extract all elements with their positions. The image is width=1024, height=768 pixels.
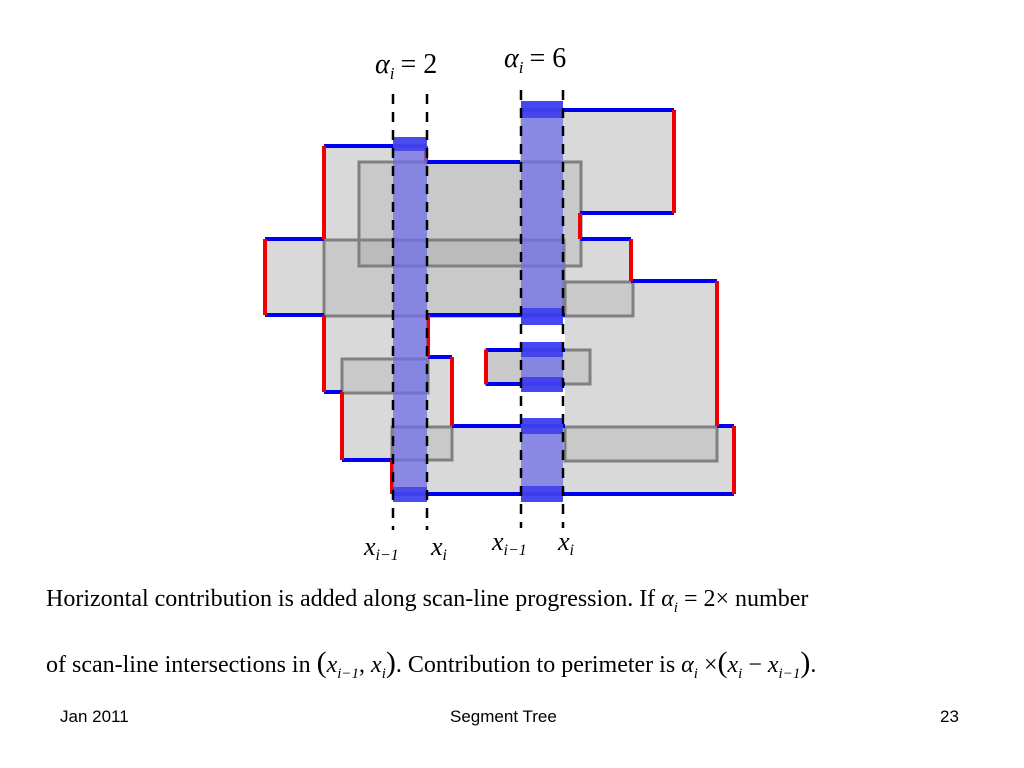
- math-sub: i−1: [337, 665, 360, 682]
- explanation-text: Horizontal contribution is added along s…: [46, 586, 662, 612]
- math-comma: ,: [359, 652, 372, 678]
- math-times: ×: [697, 652, 718, 678]
- footer-date: Jan 2011: [60, 707, 129, 726]
- explanation-text: . Contribution to perimeter is: [395, 652, 682, 678]
- math-sub: i: [738, 665, 743, 682]
- x-label-left-prev: xi−1: [363, 532, 399, 564]
- math-minus: −: [742, 652, 768, 678]
- math-sub: i: [693, 665, 698, 682]
- explanation-text: = 2× number: [677, 586, 809, 612]
- scan-strip-left: [393, 137, 427, 502]
- math-x: x: [767, 652, 779, 678]
- x-label-left-curr: xi: [430, 532, 447, 564]
- explanation-text: of scan-line intersections in: [46, 652, 317, 678]
- footer-page-number: 23: [940, 707, 959, 726]
- scan-strip-right: [521, 101, 563, 502]
- alpha-label-left: αi= 2: [375, 49, 437, 83]
- math-paren: (: [316, 646, 327, 679]
- math-sub: i−1: [778, 665, 801, 682]
- scan-lines: [391, 90, 565, 530]
- math-paren: ): [385, 646, 396, 679]
- footer-title: Segment Tree: [450, 707, 557, 726]
- math-sub: i: [381, 665, 386, 682]
- alpha-label-right: αi= 6: [504, 43, 566, 77]
- math-alpha: α: [681, 652, 694, 678]
- math-x: x: [326, 652, 338, 678]
- math-x: x: [727, 652, 739, 678]
- explanation-text: .: [810, 652, 817, 678]
- explanation-line-1: Horizontal contribution is added along s…: [46, 586, 808, 617]
- math-sub: i: [673, 599, 678, 616]
- x-label-right-prev: xi−1: [491, 527, 527, 559]
- x-label-right-curr: xi: [557, 527, 574, 559]
- explanation-line-2: of scan-line intersections in (xi−1, xi)…: [46, 646, 816, 683]
- math-alpha: α: [661, 586, 674, 612]
- math-paren: (: [717, 646, 728, 679]
- math-paren: ): [800, 646, 811, 679]
- math-x: x: [371, 652, 382, 678]
